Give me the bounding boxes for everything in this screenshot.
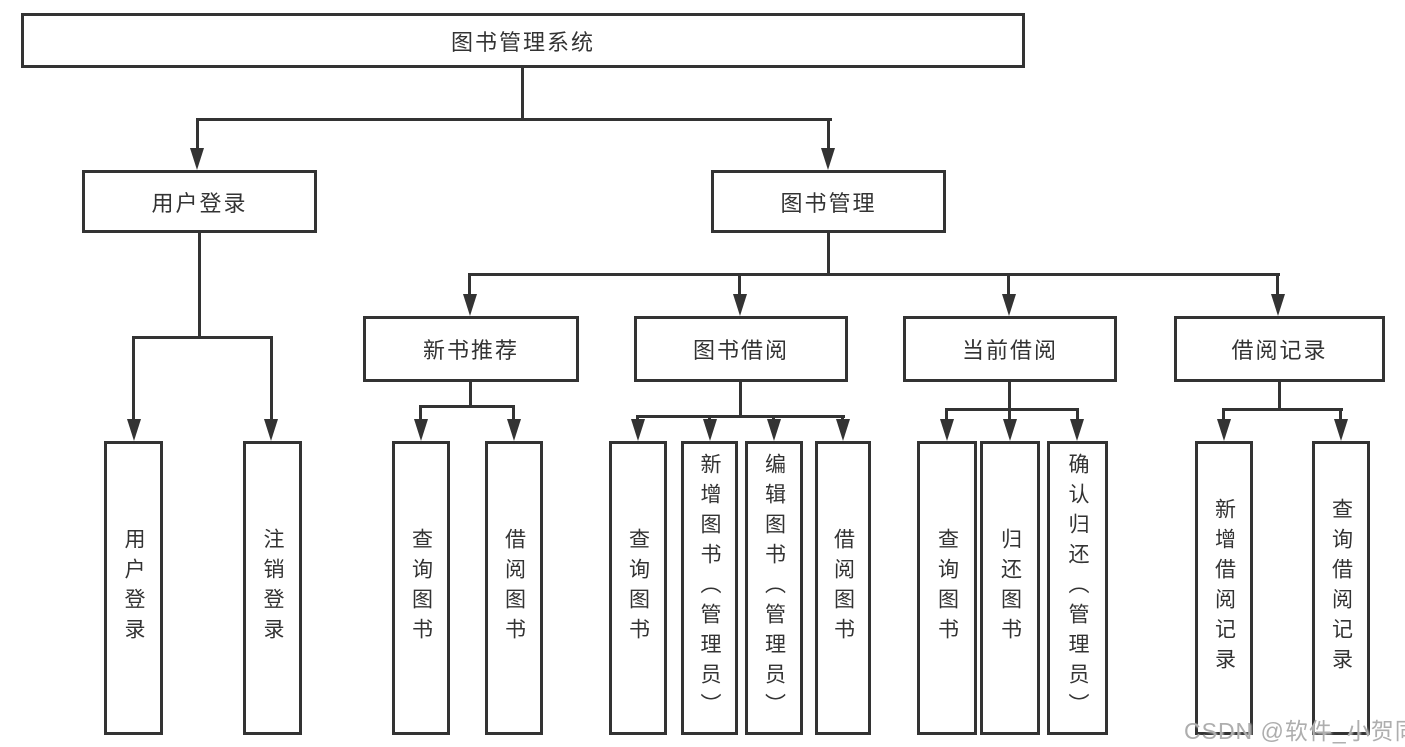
node-library-system-label: 图书管理系统 [450, 29, 595, 55]
connector-book-mgmt-stem [827, 118, 830, 150]
leaf-user-login: 用户登录 [104, 441, 163, 735]
connector-user-login-down [198, 233, 201, 336]
arrow-to-rc-add [1217, 419, 1231, 441]
leaf-cb-query-books-label: 查询图书 [935, 528, 959, 648]
node-current-borrow-label: 当前借阅 [961, 338, 1058, 363]
leaf-bb-add-books-admin: 新增图书（管理员） [681, 441, 738, 735]
connector-user-login-rail [132, 336, 273, 339]
connector-borrow-stem [738, 273, 741, 295]
connector-bb-leaf4-stem [841, 415, 844, 421]
node-borrow-records: 借阅记录 [1174, 316, 1385, 382]
leaf-rc-query-record-label: 查询借阅记录 [1329, 498, 1353, 678]
connector-records-stem [1276, 273, 1279, 295]
connector-nb-leaf1-stem [419, 405, 422, 421]
node-book-borrow: 图书借阅 [634, 316, 848, 382]
node-borrow-records-label: 借阅记录 [1231, 338, 1328, 363]
leaf-cb-confirm-return-admin-label: 确认归还（管理员） [1066, 453, 1089, 723]
arrow-to-bb-query [631, 419, 645, 441]
connector-records-down [1278, 382, 1281, 408]
connector-borrow-rail [636, 415, 845, 418]
leaf-bb-query-books: 查询图书 [609, 441, 667, 735]
leaf-cb-query-books: 查询图书 [917, 441, 977, 735]
node-new-book-recommend: 新书推荐 [363, 316, 579, 382]
arrow-to-nb-borrow [507, 419, 521, 441]
arrow-to-current [1002, 294, 1016, 316]
leaf-bb-edit-books-admin: 编辑图书（管理员） [745, 441, 803, 735]
connector-cb-leaf2-stem [1008, 408, 1011, 421]
connector-user-login-stem [196, 118, 199, 150]
arrow-to-nb-query [414, 419, 428, 441]
arrow-to-leaf-login [127, 419, 141, 441]
connector-new-books-rail [419, 405, 515, 408]
leaf-bb-borrow-books-label: 借阅图书 [831, 528, 855, 648]
leaf-nb-borrow-books-label: 借阅图书 [502, 528, 526, 648]
node-new-book-recommend-label: 新书推荐 [422, 338, 519, 363]
leaf-bb-edit-books-admin-label: 编辑图书（管理员） [762, 453, 786, 723]
arrow-to-cb-query [940, 419, 954, 441]
node-user-login-label: 用户登录 [151, 190, 248, 216]
connector-records-rail [1222, 408, 1343, 411]
connector-book-mgmt-down [827, 233, 830, 273]
arrow-to-new-books [463, 294, 477, 316]
leaf-bb-query-books-label: 查询图书 [626, 528, 650, 648]
node-book-management-label: 图书管理 [780, 190, 877, 216]
arrow-to-cb-confirm [1070, 419, 1084, 441]
connector-cb-leaf1-stem [945, 408, 948, 421]
connector-root-rail [196, 118, 832, 121]
leaf-rc-query-record: 查询借阅记录 [1312, 441, 1370, 735]
node-book-management: 图书管理 [711, 170, 946, 233]
leaf-logout: 注销登录 [243, 441, 302, 735]
connector-borrow-down [739, 382, 742, 415]
leaf-cb-return-books-label: 归还图书 [998, 528, 1022, 648]
arrow-to-records [1271, 294, 1285, 316]
connector-leaf-logout-stem [270, 336, 273, 421]
connector-current-rail [945, 408, 1079, 411]
connector-bb-leaf3-stem [772, 415, 775, 421]
node-user-login: 用户登录 [82, 170, 317, 233]
leaf-nb-query-books: 查询图书 [392, 441, 450, 735]
leaf-user-login-label: 用户登录 [122, 528, 145, 648]
arrow-to-leaf-logout [264, 419, 278, 441]
leaf-bb-add-books-admin-label: 新增图书（管理员） [698, 453, 721, 723]
arrow-to-bb-add [703, 419, 717, 441]
arrow-to-bb-borrow [836, 419, 850, 441]
arrow-to-rc-query [1334, 419, 1348, 441]
connector-cb-leaf3-stem [1076, 408, 1079, 421]
leaf-cb-confirm-return-admin: 确认归还（管理员） [1047, 441, 1108, 735]
connector-bb-leaf2-stem [708, 415, 711, 421]
connector-rc-leaf1-stem [1222, 408, 1225, 421]
leaf-rc-add-record-label: 新增借阅记录 [1212, 498, 1236, 678]
connector-current-down [1008, 382, 1011, 408]
leaf-nb-borrow-books: 借阅图书 [485, 441, 543, 735]
node-book-borrow-label: 图书借阅 [692, 338, 789, 363]
connector-new-books-down [469, 382, 472, 405]
connector-root-stem [521, 68, 524, 118]
arrow-to-bb-edit [767, 419, 781, 441]
csdn-watermark: CSDN @软件_小贺同学 [1184, 718, 1405, 744]
leaf-logout-label: 注销登录 [261, 528, 284, 648]
leaf-rc-add-record: 新增借阅记录 [1195, 441, 1253, 735]
connector-current-stem [1007, 273, 1010, 295]
node-library-system: 图书管理系统 [21, 13, 1025, 68]
connector-nb-leaf2-stem [512, 405, 515, 421]
leaf-bb-borrow-books: 借阅图书 [815, 441, 871, 735]
leaf-nb-query-books-label: 查询图书 [409, 528, 433, 648]
arrow-to-borrow [733, 294, 747, 316]
leaf-cb-return-books: 归还图书 [980, 441, 1040, 735]
arrow-to-cb-return [1003, 419, 1017, 441]
arrow-to-book-mgmt [821, 148, 835, 170]
connector-rc-leaf2-stem [1339, 408, 1342, 421]
connector-bb-leaf1-stem [636, 415, 639, 421]
arrow-to-user-login [190, 148, 204, 170]
connector-new-books-stem [468, 273, 471, 295]
connector-leaf-login-stem [132, 336, 135, 421]
node-current-borrow: 当前借阅 [903, 316, 1117, 382]
connector-book-mgmt-rail [469, 273, 1280, 276]
